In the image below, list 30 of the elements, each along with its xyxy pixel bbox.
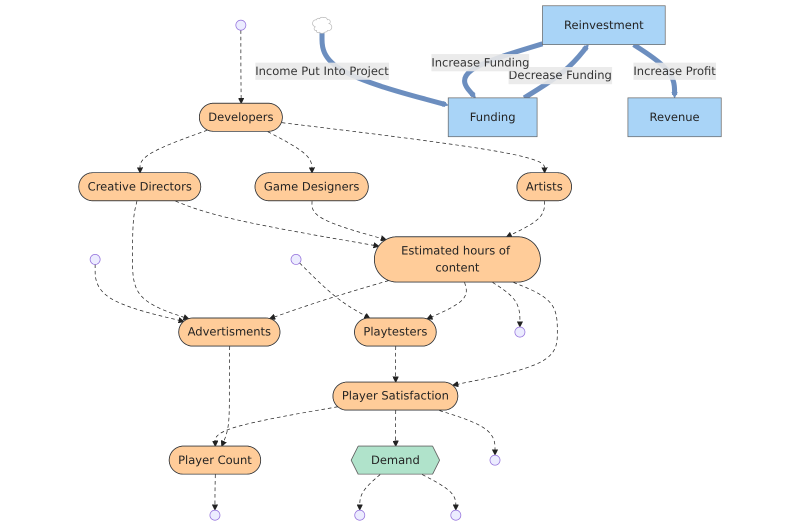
node-box: Funding [448, 98, 538, 138]
arrow [94, 264, 184, 324]
edge-label: Increase Profit [633, 64, 716, 78]
arrow [299, 262, 370, 319]
arrow [220, 346, 230, 447]
node-box: Revenue [628, 98, 722, 138]
arrow [238, 30, 244, 104]
arrow [281, 122, 548, 174]
node-box: Reinvestment [542, 5, 666, 45]
edge-label: Income Put Into Project [255, 64, 389, 78]
arrow [175, 200, 380, 248]
arrow [492, 282, 524, 328]
arrow [269, 280, 389, 320]
arrow [267, 131, 316, 174]
arrow [392, 346, 399, 383]
arrow [392, 410, 399, 447]
arrow [506, 200, 545, 238]
arrow [136, 130, 208, 174]
arrow [312, 200, 387, 242]
arrow [132, 200, 190, 320]
arrow [452, 282, 558, 388]
edge-label: Decrease Funding [508, 68, 612, 82]
node-cloud [312, 17, 332, 34]
arrow [422, 474, 459, 510]
edge-label: Increase Funding [431, 55, 530, 70]
arrow [212, 406, 338, 447]
arrow [439, 410, 498, 456]
arrow [356, 474, 380, 510]
arrow [212, 474, 218, 510]
arrow [426, 282, 467, 320]
